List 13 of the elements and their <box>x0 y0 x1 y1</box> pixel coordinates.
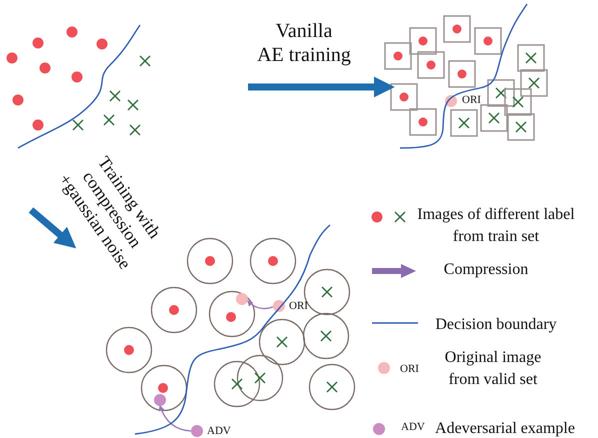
legend-text: Decision boundary <box>434 315 558 335</box>
point-label: ORI <box>462 94 481 106</box>
legend-text: Compression <box>442 260 530 280</box>
edge-label: Vanilla AE training <box>256 19 352 67</box>
legend-text: Adeversarial example <box>434 419 576 438</box>
point-label: ORI <box>289 300 308 312</box>
legend-text: Original image from valid set <box>444 348 542 390</box>
point-label: ADV <box>207 425 231 437</box>
arrow <box>28 207 76 248</box>
arrow <box>248 76 395 98</box>
point-label: ADV <box>401 421 425 433</box>
point-label: ORI <box>400 363 419 375</box>
legend-text: Images of different label from train set <box>416 205 576 247</box>
